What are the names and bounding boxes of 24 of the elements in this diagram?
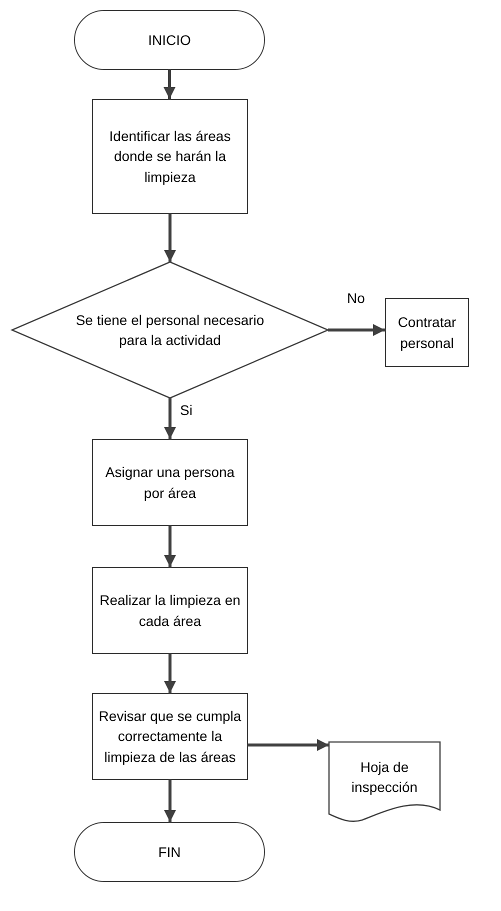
- node-label: FIN: [157, 842, 182, 862]
- document-shape: [329, 742, 440, 822]
- process-box: [92, 439, 248, 526]
- decision-diamond: [12, 262, 328, 398]
- node-label: Hoja de inspección: [350, 758, 419, 797]
- arrow: [164, 70, 176, 99]
- arrow: [164, 526, 176, 567]
- node-label: Asignar una persona por área: [104, 463, 236, 503]
- process-box: [92, 99, 248, 214]
- arrow: [164, 214, 176, 262]
- node-label: Contratar personal: [396, 313, 458, 353]
- arrow: [164, 654, 176, 693]
- node-label: Revisar que se cumpla correctamente la limpieza de las áreas: [98, 707, 242, 767]
- arrow: [164, 780, 176, 822]
- process-box: [385, 298, 469, 367]
- arrow: [164, 398, 176, 439]
- process-box: [92, 693, 248, 780]
- node-label: Realizar la limpieza en cada área: [98, 591, 242, 630]
- arrow: [248, 739, 329, 751]
- process-box: [92, 567, 248, 654]
- node-label: Identificar las áreas donde se harán la limpieza: [108, 127, 232, 187]
- node-label: INICIO: [147, 30, 192, 50]
- arrow: [328, 324, 385, 336]
- node-label: Se tiene el personal necesario para la actividad: [74, 310, 266, 350]
